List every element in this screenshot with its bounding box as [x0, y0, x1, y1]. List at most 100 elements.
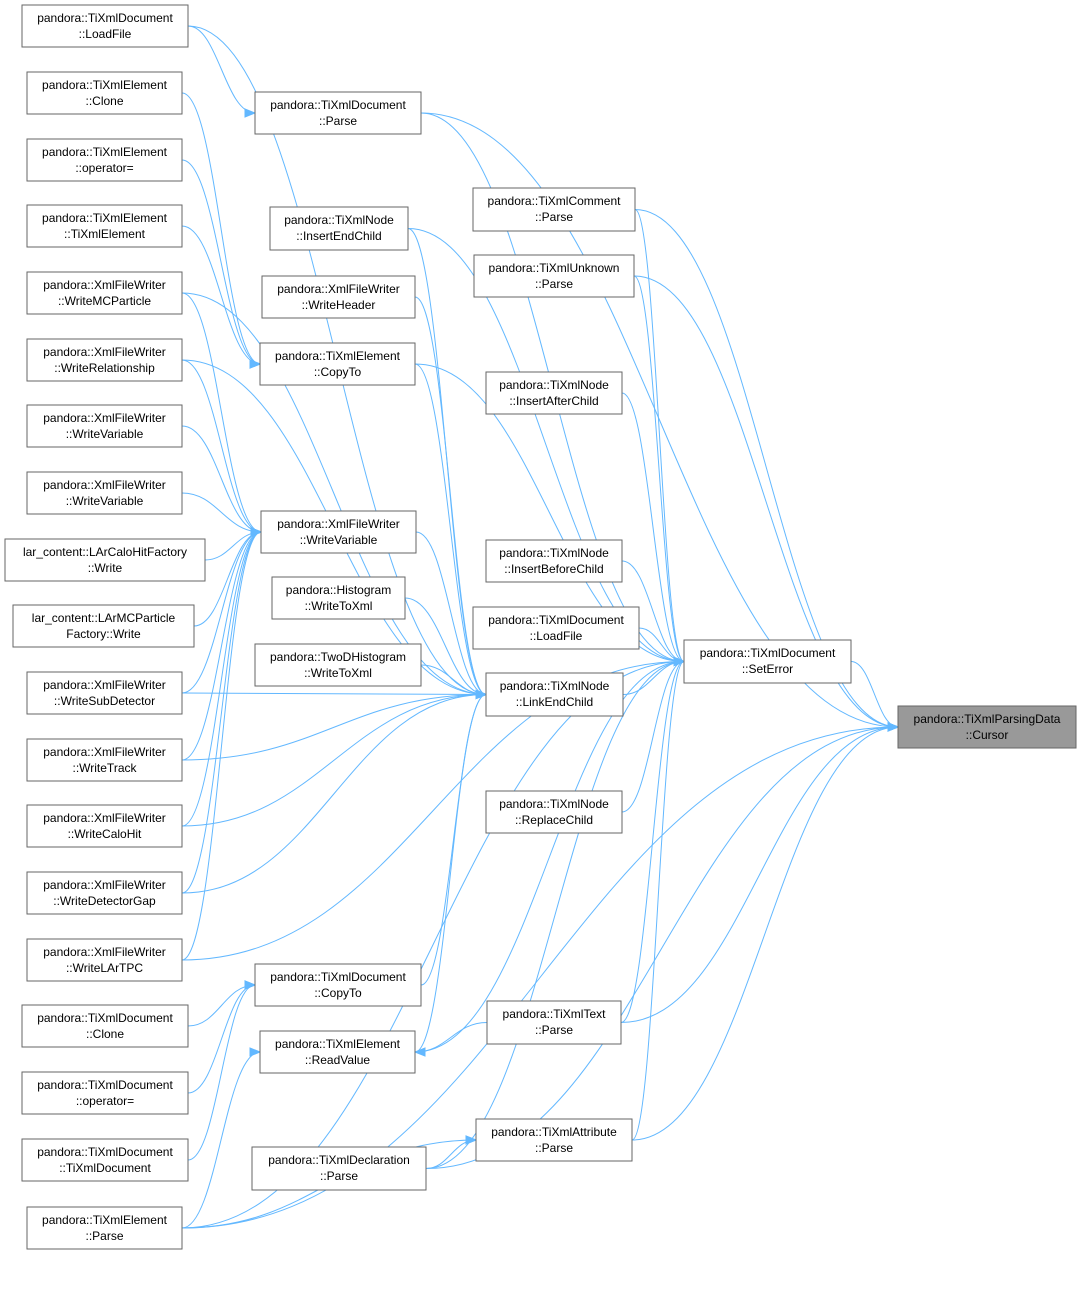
- node-box: [485, 790, 623, 834]
- node-twod-towxml[interactable]: pandora::TwoDHistogram::WriteToXml: [254, 643, 422, 687]
- node-xfw-mcparticle[interactable]: pandora::XmlFileWriter::WriteMCParticle: [26, 271, 183, 315]
- node-label-line-1: pandora::TiXmlNode: [284, 213, 394, 227]
- node-elem-opeq[interactable]: pandora::TiXmlElement::operator=: [26, 138, 183, 182]
- node-label-line-2: ::Cursor: [966, 728, 1009, 742]
- node-label-line-1: pandora::TiXmlUnknown: [489, 261, 620, 275]
- node-box: [485, 672, 624, 717]
- edge-xfw_calohit-to-link_end_child: [181, 689, 488, 827]
- edge-attr_parse-to-set_error: [631, 656, 686, 1141]
- node-label-line-2: ::Parse: [535, 210, 573, 224]
- node-xfw-track[interactable]: pandora::XmlFileWriter::WriteTrack: [26, 738, 183, 782]
- edge-line: [425, 661, 685, 1169]
- node-decl-parse[interactable]: pandora::TiXmlDeclaration::Parse: [251, 1146, 427, 1191]
- node-label-line-2: ::CopyTo: [314, 986, 362, 1000]
- node-label-line-2: ::InsertEndChild: [296, 229, 381, 243]
- node-attr-parse[interactable]: pandora::TiXmlAttribute::Parse: [475, 1118, 633, 1162]
- edge-arrowhead: [250, 527, 263, 537]
- node-label-line-2: ::LinkEndChild: [516, 695, 593, 709]
- edge-line: [181, 425, 262, 533]
- node-label-line-1: pandora::TiXmlElement: [42, 1213, 168, 1227]
- node-xfw-header[interactable]: pandora::XmlFileWriter::WriteHeader: [261, 275, 416, 319]
- node-root[interactable]: pandora::TiXmlParsingData::Cursor: [897, 705, 1077, 749]
- node-elem-copyto[interactable]: pandora::TiXmlElement::CopyTo: [259, 342, 416, 386]
- node-elem-readvalue[interactable]: pandora::TiXmlElement::ReadValue: [259, 1030, 416, 1074]
- node-link-end-child[interactable]: pandora::TiXmlNode::LinkEndChild: [485, 672, 624, 717]
- node-box: [271, 576, 406, 620]
- node-doc-ctor[interactable]: pandora::TiXmlDocument::TiXmlDocument: [21, 1138, 189, 1182]
- node-doc-clone[interactable]: pandora::TiXmlDocument::Clone: [21, 1004, 189, 1048]
- edge-line: [633, 275, 899, 728]
- edge-line: [634, 209, 899, 728]
- node-xfw-variable-b[interactable]: pandora::XmlFileWriter::WriteVariable: [26, 471, 183, 515]
- node-label-line-2: ::Clone: [85, 94, 123, 108]
- node-box: [4, 538, 206, 582]
- node-xfw-variable-a[interactable]: pandora::XmlFileWriter::WriteVariable: [26, 404, 183, 448]
- node-elem-clone[interactable]: pandora::TiXmlElement::Clone: [26, 71, 183, 115]
- node-xfw-detgap[interactable]: pandora::XmlFileWriter::WriteDetectorGap: [26, 871, 183, 915]
- edge-comment_parse-to-set_error: [634, 209, 686, 667]
- node-node-insertend[interactable]: pandora::TiXmlNode::InsertEndChild: [269, 206, 409, 251]
- node-text-parse[interactable]: pandora::TiXmlText::Parse: [486, 1000, 622, 1045]
- node-unknown-parse[interactable]: pandora::TiXmlUnknown::Parse: [473, 254, 635, 298]
- node-label-line-1: pandora::TiXmlDocument: [270, 970, 406, 984]
- node-node-replace[interactable]: pandora::TiXmlNode::ReplaceChild: [485, 790, 623, 834]
- edge-line: [621, 392, 685, 662]
- edge-elem_ctor-to-elem_copyto: [181, 225, 262, 369]
- edge-line: [414, 694, 487, 1053]
- edge-arrowhead: [249, 359, 262, 369]
- node-label-line-1: pandora::XmlFileWriter: [43, 945, 165, 959]
- node-xfw-relationship[interactable]: pandora::XmlFileWriter::WriteRelationshi…: [26, 338, 183, 382]
- edge-xfw_detgap-to-link_end_child: [181, 689, 488, 894]
- node-label-line-1: pandora::TiXmlText: [503, 1007, 607, 1021]
- edge-text_parse-to-elem_readvalue: [413, 1022, 488, 1057]
- node-doc-loadfile-top[interactable]: pandora::TiXmlDocument::LoadFile: [21, 4, 189, 48]
- node-doc-loadfile-mid[interactable]: pandora::TiXmlDocument::LoadFile: [472, 606, 640, 650]
- edge-arrowhead: [244, 108, 257, 118]
- edge-xfw_track-to-link_end_child: [181, 689, 488, 761]
- edge-line: [181, 531, 262, 694]
- node-label-line-1: pandora::XmlFileWriter: [43, 745, 165, 759]
- node-label-line-2: ::Parse: [535, 277, 573, 291]
- node-box: [259, 342, 416, 386]
- node-label-line-1: pandora::XmlFileWriter: [43, 345, 165, 359]
- edge-elem_readvalue-to-link_end_child: [414, 689, 488, 1053]
- node-lar-calohit[interactable]: lar_content::LArCaloHitFactory::Write: [4, 538, 206, 582]
- node-xfw-subdetector[interactable]: pandora::XmlFileWriter::WriteSubDetector: [26, 671, 183, 715]
- node-label-line-1: pandora::XmlFileWriter: [43, 811, 165, 825]
- node-node-insertafter[interactable]: pandora::TiXmlNode::InsertAfterChild: [485, 371, 623, 415]
- node-box: [254, 643, 422, 687]
- node-elem-ctor[interactable]: pandora::TiXmlElement::TiXmlElement: [26, 204, 183, 248]
- node-label-line-1: pandora::Histogram: [286, 583, 391, 597]
- node-label-line-2: ::Parse: [85, 1229, 123, 1243]
- node-comment-parse[interactable]: pandora::TiXmlComment::Parse: [472, 187, 636, 232]
- node-doc-opeq[interactable]: pandora::TiXmlDocument::operator=: [21, 1071, 189, 1115]
- node-label-line-2: ::LoadFile: [79, 27, 132, 41]
- node-box: [485, 371, 623, 415]
- node-doc-parse[interactable]: pandora::TiXmlDocument::Parse: [254, 91, 422, 135]
- node-set-error[interactable]: pandora::TiXmlDocument::SetError: [683, 639, 852, 684]
- node-box: [254, 91, 422, 135]
- node-elem-parse[interactable]: pandora::TiXmlElement::Parse: [26, 1206, 183, 1250]
- edge-line: [415, 531, 487, 695]
- node-label-line-1: pandora::TiXmlNode: [499, 797, 609, 811]
- node-node-insertbefore[interactable]: pandora::TiXmlNode::InsertBeforeChild: [485, 539, 623, 583]
- node-label-line-1: pandora::TiXmlElement: [42, 145, 168, 159]
- edge-xfw_relationship-to-xfw_variable_mid: [181, 359, 263, 537]
- edge-line: [187, 984, 256, 1094]
- node-label-line-2: Factory::Write: [66, 627, 141, 641]
- node-xfw-lartpc[interactable]: pandora::XmlFileWriter::WriteLArTPC: [26, 938, 183, 982]
- node-box: [21, 1004, 189, 1048]
- node-box: [21, 4, 189, 48]
- node-label-line-1: pandora::XmlFileWriter: [43, 278, 165, 292]
- node-box: [26, 404, 183, 448]
- node-label-line-1: pandora::TiXmlNode: [499, 546, 609, 560]
- node-hist-towxml[interactable]: pandora::Histogram::WriteToXml: [271, 576, 406, 620]
- node-xfw-variable-mid[interactable]: pandora::XmlFileWriter::WriteVariable: [260, 510, 417, 554]
- node-doc-copyto[interactable]: pandora::TiXmlDocument::CopyTo: [254, 963, 422, 1007]
- edge-doc_ctor-to-doc_copyto: [187, 980, 257, 1161]
- node-label-line-1: pandora::TiXmlDocument: [37, 1011, 173, 1025]
- node-label-line-2: ::WriteRelationship: [54, 361, 155, 375]
- node-xfw-calohit[interactable]: pandora::XmlFileWriter::WriteCaloHit: [26, 804, 183, 848]
- edge-line: [181, 694, 487, 894]
